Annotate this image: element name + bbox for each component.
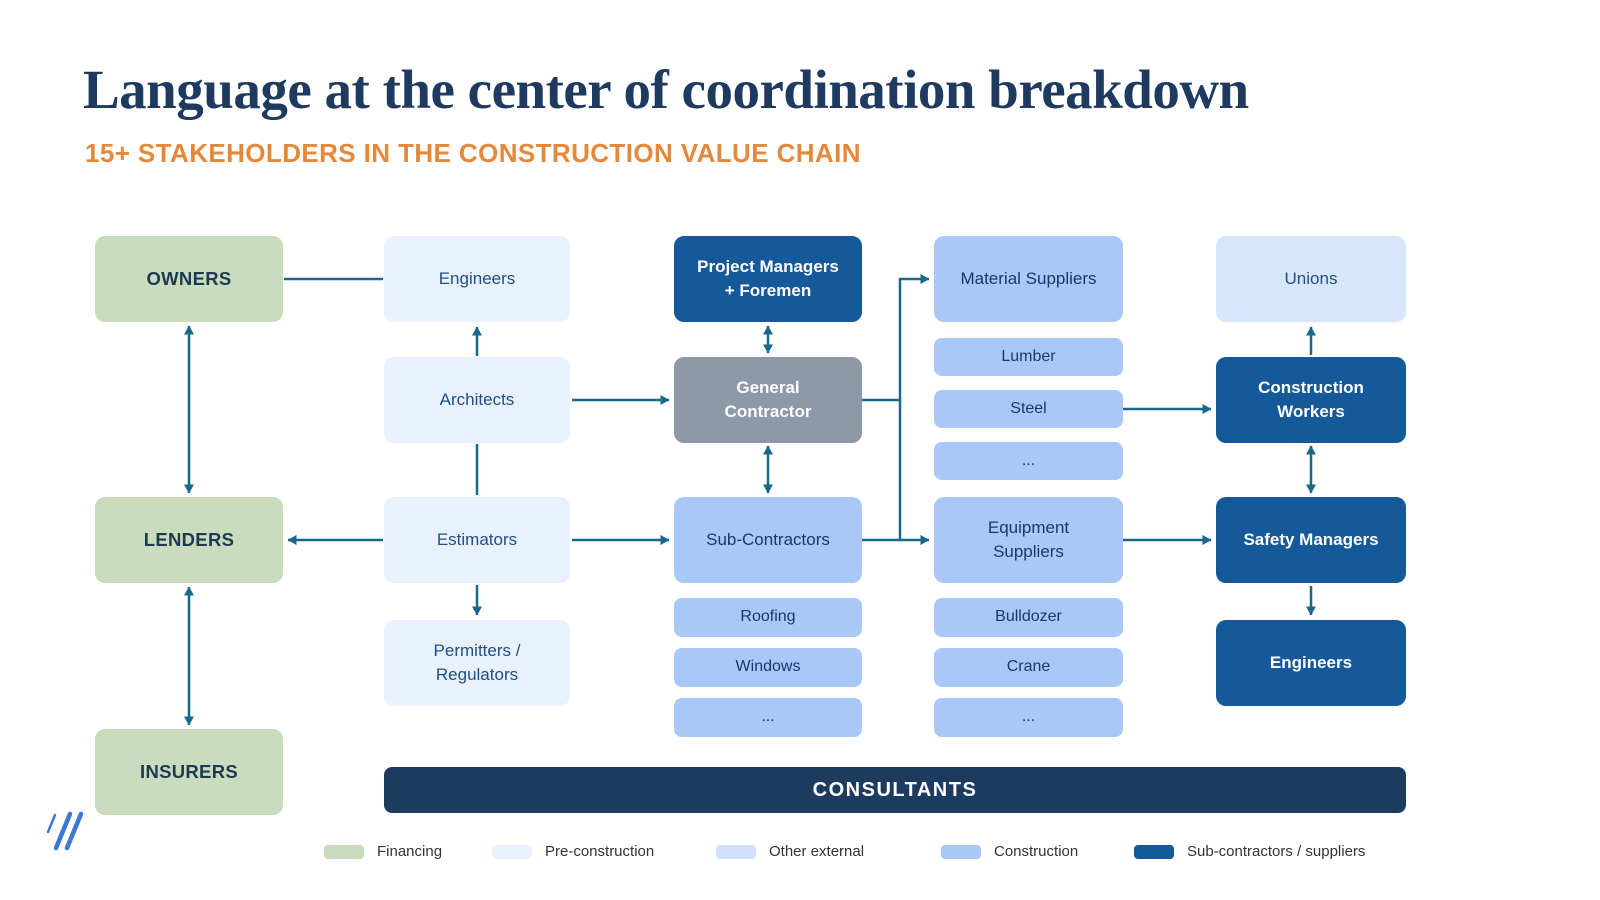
node-subcontractors-more: ...: [674, 698, 862, 737]
node-general-contractor: General Contractor: [674, 357, 862, 443]
node-steel: Steel: [934, 390, 1123, 428]
legend-item-sub-contractors: Sub-contractors / suppliers: [1134, 843, 1365, 860]
node-project-managers-foremen: Project Managers + Foremen: [674, 236, 862, 322]
legend-label-construction: Construction: [994, 843, 1079, 860]
node-architects: Architects: [384, 357, 570, 443]
legend-item-construction: Construction: [941, 843, 1078, 860]
node-engineers-pre: Engineers: [384, 236, 570, 322]
legend-item-pre-construction: Pre-construction: [492, 843, 654, 860]
node-engineers-site: Engineers: [1216, 620, 1406, 706]
node-roofing: Roofing: [674, 598, 862, 637]
legend-label-pre-construction: Pre-construction: [545, 843, 655, 860]
legend-item-financing: Financing: [324, 843, 442, 860]
legend-swatch-pre-construction: [492, 844, 532, 859]
consultants-bar: CONSULTANTS: [384, 767, 1406, 813]
node-crane: Crane: [934, 648, 1123, 687]
slide-title: Language at the center of coordination b…: [83, 59, 1249, 120]
legend-item-other-external: Other external: [716, 843, 864, 860]
legend-label-other-external: Other external: [769, 843, 865, 860]
arrow-general-contractor-material-suppliers: [862, 274, 930, 402]
node-material-suppliers: Material Suppliers: [934, 236, 1123, 322]
legend-swatch-sub-contractors: [1134, 844, 1174, 859]
node-windows: Windows: [674, 648, 862, 687]
legend-label-sub-contractors: Sub-contractors / suppliers: [1187, 843, 1366, 860]
node-material-more: ...: [934, 442, 1123, 480]
legend-swatch-other-external: [716, 844, 756, 859]
node-equipment-suppliers: Equipment Suppliers: [934, 497, 1123, 583]
slide-subtitle: 15+ STAKEHOLDERS IN THE CONSTRUCTION VAL…: [85, 138, 861, 168]
legend-label-financing: Financing: [377, 843, 443, 860]
node-sub-contractors: Sub-Contractors: [674, 497, 862, 583]
node-safety-managers: Safety Managers: [1216, 497, 1406, 583]
node-equipment-more: ...: [934, 698, 1123, 737]
legend-swatch-financing: [324, 844, 364, 859]
node-insurers: INSURERS: [95, 729, 283, 815]
node-bulldozer: Bulldozer: [934, 598, 1123, 637]
node-lenders: LENDERS: [95, 497, 283, 583]
node-estimators: Estimators: [384, 497, 570, 583]
node-permitters-regulators: Permitters / Regulators: [384, 620, 570, 706]
logo-mark: [46, 811, 84, 851]
node-unions: Unions: [1216, 236, 1406, 322]
node-owners: OWNERS: [95, 236, 283, 322]
legend-swatch-construction: [941, 844, 981, 859]
node-construction-workers: Construction Workers: [1216, 357, 1406, 443]
node-lumber: Lumber: [934, 338, 1123, 376]
